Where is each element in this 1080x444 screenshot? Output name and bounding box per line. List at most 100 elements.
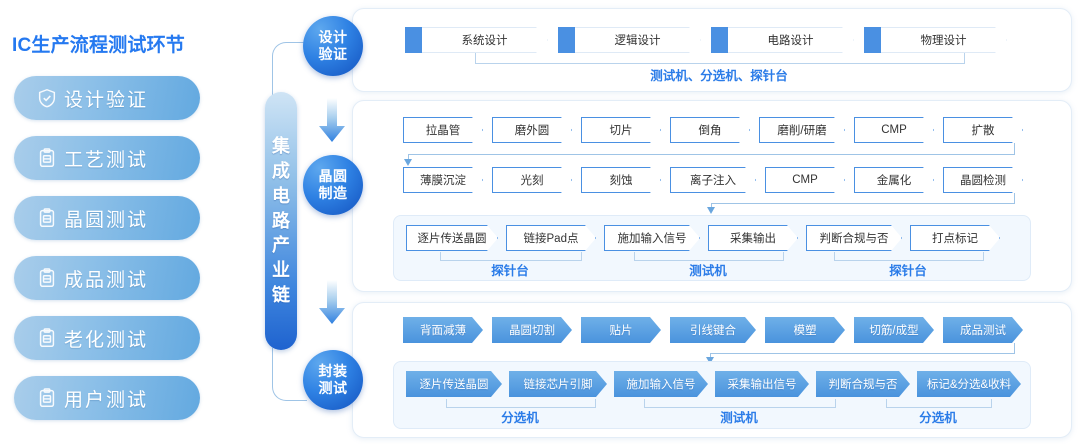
package-step[interactable]: 引线键合: [670, 317, 756, 343]
step-label: 判断合规与否: [807, 226, 901, 250]
step-label: 链接芯片引脚: [523, 379, 593, 391]
wafer-row-1: 拉晶管 磨外圆 切片 倒角 磨削/研磨 CMP 扩散: [403, 117, 1023, 143]
step-label: 逻辑设计: [575, 27, 701, 53]
industry-chain-bar: 集 成 电 路 产 业 链: [265, 92, 297, 350]
bracket-line: [834, 252, 984, 261]
step-label: 逐片传送晶圆: [407, 226, 497, 250]
sidebar-item-user-test[interactable]: 用户测试: [14, 376, 200, 420]
step-label: 逐片传送晶圆: [419, 379, 489, 391]
clipboard-icon: [36, 207, 58, 229]
bracket-line: [440, 252, 582, 261]
wafer-step[interactable]: 薄膜沉淀: [403, 167, 483, 193]
wafer-row-2: 薄膜沉淀 光刻 刻蚀 离子注入 CMP 金属化 晶圆检测: [403, 167, 1023, 193]
wafer-step[interactable]: CMP: [765, 167, 845, 193]
sidebar-item-burn-in-test[interactable]: 老化测试: [14, 316, 200, 360]
chain-char: 产: [272, 235, 290, 256]
package-test-step[interactable]: 标记&分选&收料: [917, 371, 1021, 397]
package-step[interactable]: 背面减薄: [403, 317, 483, 343]
node-line-2: 测试: [318, 380, 348, 396]
sidebar-item-design-verification[interactable]: 设计验证: [14, 76, 200, 120]
down-arrow-icon: [318, 98, 346, 144]
step-label: 拉晶管: [404, 118, 482, 142]
panel-packaging-test: 背面减薄 晶圆切割 贴片 引线键合 模塑 切筋/成型 成品测试 逐片传送晶圆 链…: [352, 302, 1072, 438]
design-step[interactable]: 物理设计: [864, 27, 1007, 53]
node-line-2: 验证: [318, 46, 348, 62]
wafer-step[interactable]: 离子注入: [670, 167, 756, 193]
wafer-test-step[interactable]: 打点标记: [910, 225, 1000, 251]
shield-check-icon: [36, 87, 58, 109]
chain-char: 链: [272, 285, 290, 306]
node-line-2: 制造: [318, 185, 348, 201]
clipboard-icon: [36, 387, 58, 409]
wafer-step[interactable]: 磨外圆: [492, 117, 572, 143]
node-line-1: 设计: [318, 29, 348, 46]
wafer-step[interactable]: 光刻: [492, 167, 572, 193]
stage-node-wafer-fabrication[interactable]: 晶圆 制造: [303, 155, 363, 215]
step-marker: [558, 27, 575, 53]
step-label: 引线键合: [690, 325, 736, 337]
package-step[interactable]: 成品测试: [943, 317, 1023, 343]
stage-node-packaging-test[interactable]: 封装 测试: [303, 350, 363, 410]
sidebar-item-process-test[interactable]: 工艺测试: [14, 136, 200, 180]
sidebar-item-final-test[interactable]: 成品测试: [14, 256, 200, 300]
panel-wafer-fabrication: 拉晶管 磨外圆 切片 倒角 磨削/研磨 CMP 扩散 薄膜沉淀 光刻 刻蚀 离子…: [352, 100, 1072, 292]
step-label: 链接Pad点: [507, 226, 595, 250]
wafer-row-3: 逐片传送晶圆 链接Pad点 施加输入信号 采集输出 判断合规与否 打点标记: [406, 225, 1000, 251]
wafer-step[interactable]: 拉晶管: [403, 117, 483, 143]
wafer-step[interactable]: 刻蚀: [581, 167, 661, 193]
step-label: 离子注入: [671, 168, 755, 192]
step-label: 判断合规与否: [828, 379, 898, 391]
stage-node-design-verification[interactable]: 设计 验证: [303, 16, 363, 76]
step-marker: [711, 27, 728, 53]
package-test-step[interactable]: 判断合规与否: [816, 371, 910, 397]
wafer-test-step[interactable]: 施加输入信号: [604, 225, 700, 251]
design-step[interactable]: 逻辑设计: [558, 27, 701, 53]
node-line-1: 封装: [318, 363, 348, 380]
equipment-caption: 探针台: [491, 264, 529, 278]
panel-design-verification: 系统设计 逻辑设计 电路设计 物理设计 测试机、分选机、探针台: [352, 8, 1072, 92]
equipment-caption: 分选机: [501, 411, 539, 425]
step-label: 切筋/成型: [869, 325, 919, 337]
wafer-step[interactable]: 切片: [581, 117, 661, 143]
package-test-step[interactable]: 逐片传送晶圆: [406, 371, 502, 397]
design-step[interactable]: 系统设计: [405, 27, 548, 53]
sidebar-item-wafer-test[interactable]: 晶圆测试: [14, 196, 200, 240]
wafer-step[interactable]: 扩散: [943, 117, 1023, 143]
step-label: 施加输入信号: [626, 379, 696, 391]
wafer-step[interactable]: 晶圆检测: [943, 167, 1023, 193]
wafer-test-subpanel: 逐片传送晶圆 链接Pad点 施加输入信号 采集输出 判断合规与否 打点标记 探针…: [393, 215, 1031, 281]
step-label: 倒角: [671, 118, 749, 142]
package-step[interactable]: 模塑: [765, 317, 845, 343]
bracket-line: [475, 53, 965, 64]
package-test-step[interactable]: 链接芯片引脚: [509, 371, 607, 397]
step-label: 贴片: [609, 325, 633, 337]
package-test-step[interactable]: 采集输出信号: [715, 371, 809, 397]
wafer-test-step[interactable]: 采集输出: [708, 225, 798, 251]
step-label: 切片: [582, 118, 660, 142]
sidebar-item-label: 老化测试: [64, 329, 149, 351]
package-test-step[interactable]: 施加输入信号: [614, 371, 708, 397]
step-label: 采集输出: [709, 226, 797, 250]
down-arrow-icon: [318, 280, 346, 326]
wafer-step[interactable]: 倒角: [670, 117, 750, 143]
bracket-line: [886, 399, 992, 408]
wafer-step[interactable]: 磨削/研磨: [759, 117, 845, 143]
step-label: 刻蚀: [582, 168, 660, 192]
left-panel: IC生产流程测试环节 设计验证 工艺测试: [0, 0, 258, 444]
page-title: IC生产流程测试环节: [12, 35, 186, 56]
chain-connector-top: [272, 42, 307, 95]
equipment-caption: 测试机、分选机、探针台: [650, 69, 788, 83]
step-label: 背面减薄: [420, 325, 466, 337]
design-step[interactable]: 电路设计: [711, 27, 854, 53]
wafer-test-step[interactable]: 判断合规与否: [806, 225, 902, 251]
package-step[interactable]: 切筋/成型: [854, 317, 934, 343]
wafer-test-step[interactable]: 链接Pad点: [506, 225, 596, 251]
package-step[interactable]: 贴片: [581, 317, 661, 343]
step-label: 光刻: [493, 168, 571, 192]
wafer-test-step[interactable]: 逐片传送晶圆: [406, 225, 498, 251]
package-step[interactable]: 晶圆切割: [492, 317, 572, 343]
wafer-step[interactable]: CMP: [854, 117, 934, 143]
wafer-step[interactable]: 金属化: [854, 167, 934, 193]
step-label: 打点标记: [911, 226, 999, 250]
step-label: 扩散: [944, 118, 1022, 142]
